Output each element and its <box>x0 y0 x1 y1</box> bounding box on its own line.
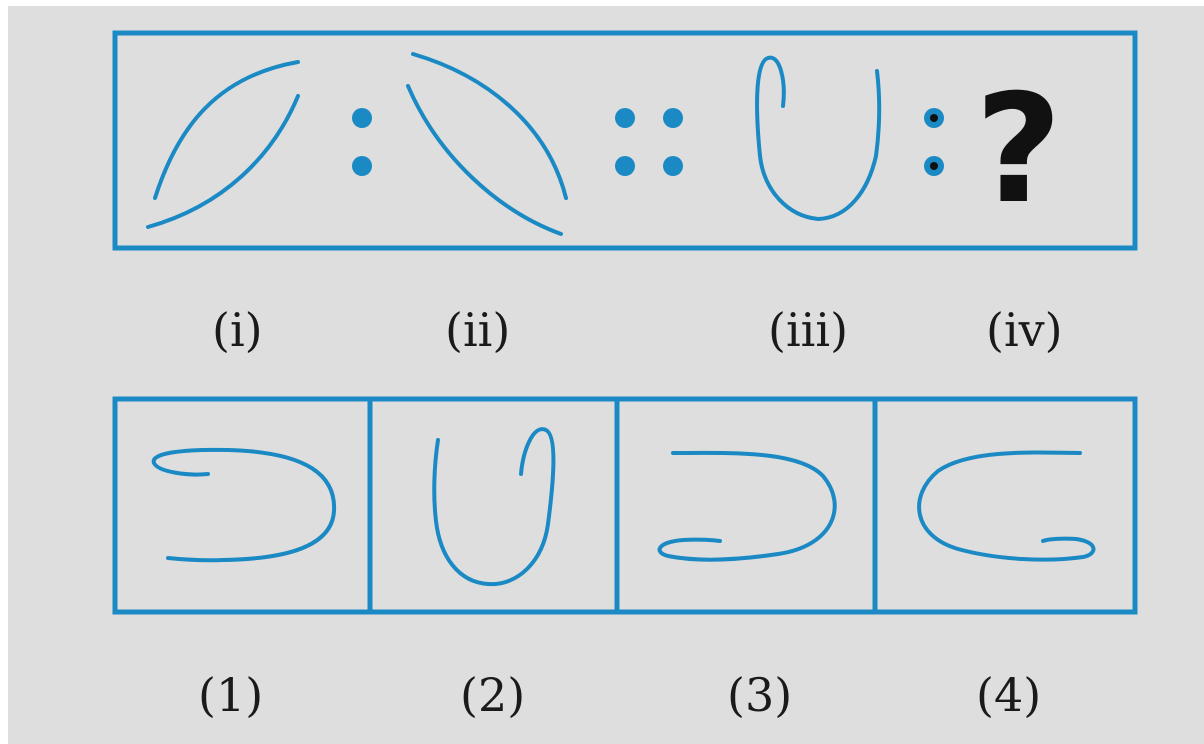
ratio-dots-1 <box>352 108 372 176</box>
option-4-figure[interactable] <box>917 450 1096 562</box>
figure-label-i: (i) <box>212 303 263 357</box>
option-label-3: (3) <box>727 668 792 722</box>
option-2-figure[interactable] <box>432 427 556 587</box>
figure-iii-hook <box>755 55 882 222</box>
option-label-4: (4) <box>976 668 1041 722</box>
question-frame <box>112 30 1138 251</box>
proportion-dots <box>615 108 683 176</box>
option-3-figure[interactable] <box>657 450 837 562</box>
options-frame <box>112 396 1138 615</box>
figure-ii-leaf <box>406 52 568 236</box>
ratio-dots-2 <box>924 108 944 176</box>
figure-i-leaf <box>146 60 300 229</box>
option-1-figure[interactable] <box>151 447 337 563</box>
figure-label-ii: (ii) <box>445 303 510 357</box>
unknown-symbol: ? <box>975 63 1062 237</box>
option-label-2: (2) <box>460 668 525 722</box>
figure-label-iii: (iii) <box>768 303 848 357</box>
analogy-diagram: ? (i) (ii) (iii) (iv) (1) (2) (3) (4) <box>112 30 1138 722</box>
figure-label-iv: (iv) <box>986 303 1063 357</box>
option-label-1: (1) <box>198 668 263 722</box>
